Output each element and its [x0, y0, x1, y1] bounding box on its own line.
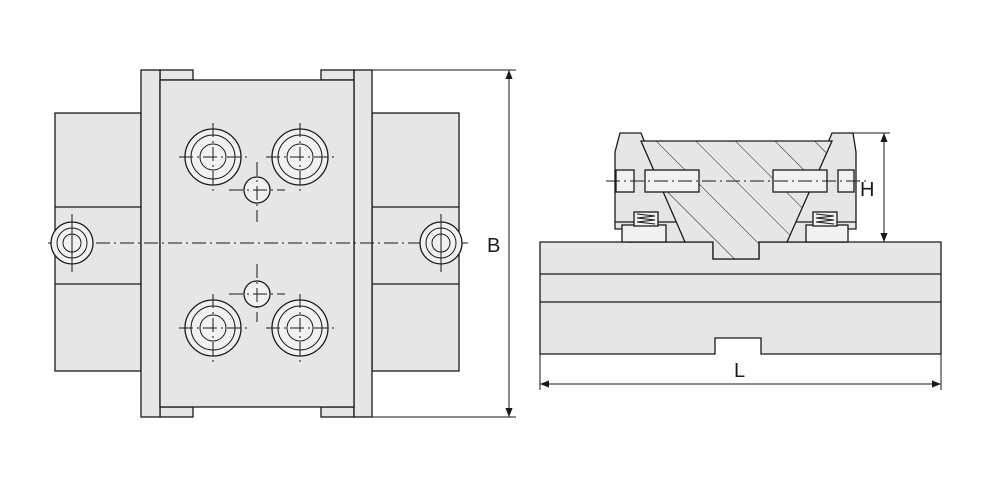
dimension-b-label: B	[487, 235, 500, 257]
pin-hole-upper	[229, 162, 285, 222]
bottom-tab-right	[320, 406, 355, 418]
bottom-tab-left	[159, 406, 194, 418]
side-view: H L	[539, 132, 942, 390]
bolt-hole-bottom-right	[266, 294, 334, 362]
right-foot	[805, 224, 849, 243]
left-spring	[633, 211, 659, 227]
dimension-h-label: H	[860, 179, 874, 201]
left-foot	[621, 224, 667, 243]
dimension-l-label: L	[734, 360, 745, 382]
bolt-hole-top-right	[266, 123, 334, 191]
top-view: B	[48, 69, 516, 418]
top-tab-left	[159, 69, 194, 81]
dimension-l: L	[539, 354, 942, 390]
dimension-h: H	[832, 132, 890, 243]
dimension-b: B	[372, 69, 516, 418]
side-hole-right	[419, 214, 463, 272]
side-hole-left	[50, 214, 94, 272]
top-tab-right	[320, 69, 355, 81]
bolt-hole-bottom-left	[179, 294, 247, 362]
bolt-hole-top-left	[179, 123, 247, 191]
right-spring	[812, 211, 838, 227]
pin-hole-lower	[229, 264, 285, 322]
